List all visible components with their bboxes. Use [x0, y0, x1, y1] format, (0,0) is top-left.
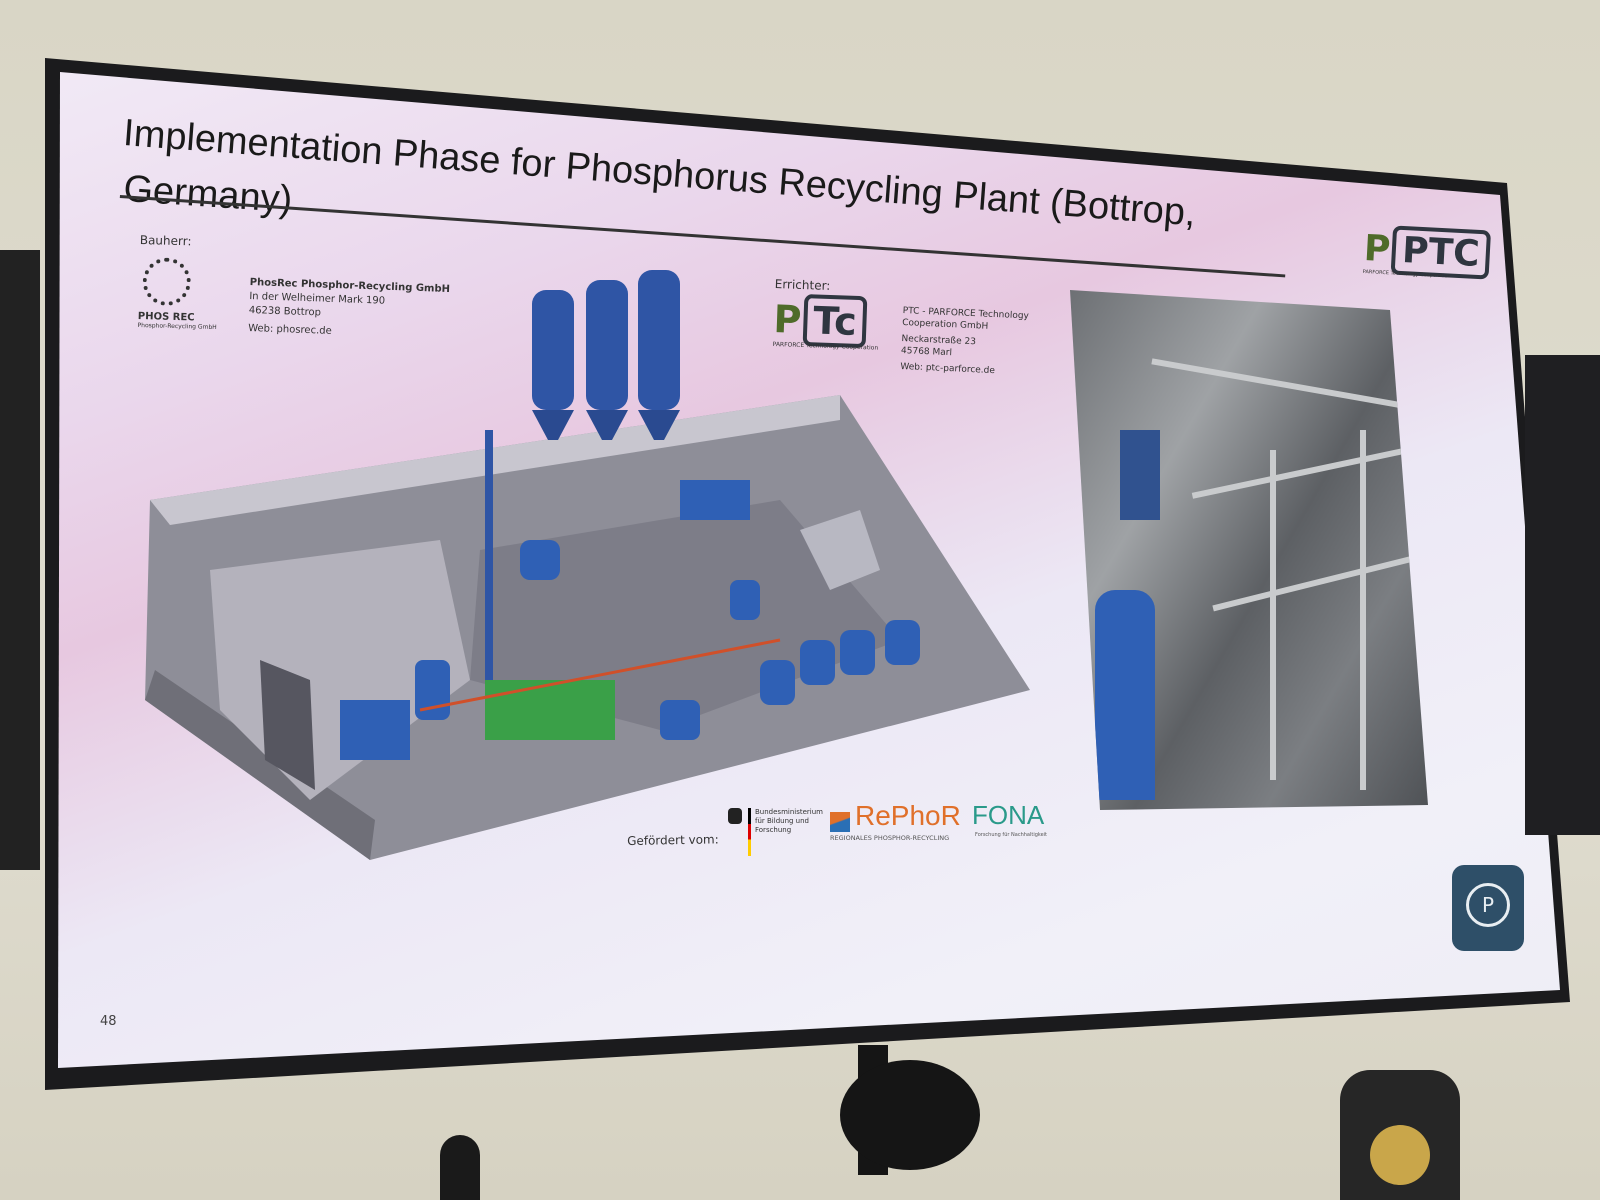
federal-eagle-icon — [728, 808, 742, 824]
object-silhouette — [440, 1135, 480, 1200]
silos — [532, 270, 680, 440]
funding-label: Gefördert vom: — [627, 832, 719, 848]
phosphorus-recycling-icon: P — [1452, 865, 1524, 951]
pipe — [419, 638, 781, 712]
right-speaker — [1525, 355, 1600, 835]
chimney — [485, 430, 493, 680]
fona-logo: FONA — [972, 800, 1045, 830]
plant-3d-rendering — [145, 270, 1030, 860]
webcam — [840, 1060, 980, 1170]
clock — [1340, 1070, 1460, 1200]
page-number: 48 — [100, 1014, 117, 1029]
tanks — [340, 480, 920, 760]
slide-title-line2: Germany) — [122, 168, 294, 222]
builder-label: Bauherr: — [139, 233, 192, 249]
rephor-logo: RePhoR — [855, 800, 961, 831]
plant-site-photo — [1070, 290, 1428, 810]
left-speaker — [0, 250, 40, 870]
bmbf-logo-text: Bundesministerium für Bildung und Forsch… — [755, 808, 823, 834]
blue-vessel — [1095, 590, 1155, 800]
green-module — [485, 680, 615, 740]
german-flag-stripe — [748, 808, 751, 856]
rephor-logo-icon — [830, 812, 850, 832]
